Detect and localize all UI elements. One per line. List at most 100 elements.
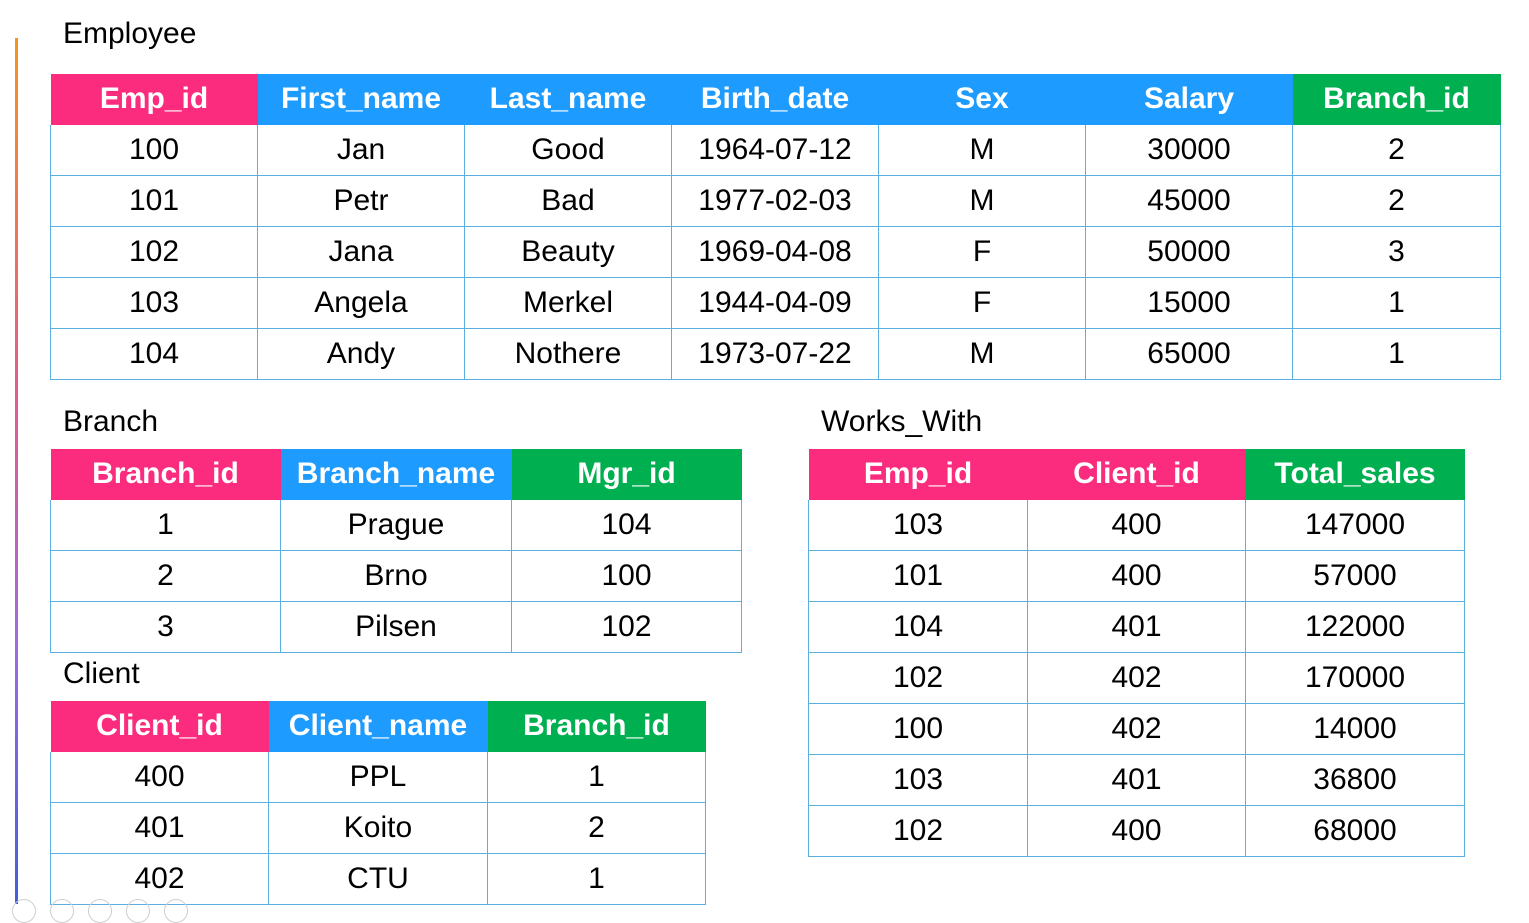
client-caption: Client [63, 657, 140, 690]
table-cell: 14000 [1245, 703, 1465, 755]
table-cell: Andy [257, 328, 465, 380]
zoom-icon[interactable] [164, 899, 188, 923]
table-row: 104 Andy Nothere 1973-07-22 M 65000 1 [50, 328, 1501, 380]
table-cell: 402 [50, 853, 269, 905]
table-cell: 1 [1292, 328, 1501, 380]
table-row: 100 Jan Good 1964-07-12 M 30000 2 [50, 124, 1501, 176]
table-cell: 50000 [1085, 226, 1293, 278]
table-row: 103 Angela Merkel 1944-04-09 F 15000 1 [50, 277, 1501, 329]
table-cell: F [878, 277, 1086, 329]
table-cell: 103 [50, 277, 258, 329]
table-cell: Nothere [464, 328, 672, 380]
pen-icon[interactable] [88, 899, 112, 923]
table-cell: Pilsen [280, 601, 512, 653]
table-cell: Prague [280, 499, 512, 551]
table-cell: 2 [487, 802, 706, 854]
table-cell: 401 [1027, 601, 1246, 653]
table-cell: 3 [50, 601, 281, 653]
header-last-name: Last_name [464, 73, 672, 125]
table-row: 104 401 122000 [808, 601, 1465, 653]
table-cell: 2 [1292, 175, 1501, 227]
header-client-id: Client_id [50, 700, 269, 752]
table-row: 103 400 147000 [808, 499, 1465, 551]
table-cell: 1 [1292, 277, 1501, 329]
table-cell: 3 [1292, 226, 1501, 278]
table-header-row: Emp_id Client_id Total_sales [808, 448, 1465, 500]
table-header-row: Branch_id Branch_name Mgr_id [50, 448, 742, 500]
table-cell: 100 [808, 703, 1028, 755]
table-cell: M [878, 175, 1086, 227]
table-cell: 15000 [1085, 277, 1293, 329]
header-first-name: First_name [257, 73, 465, 125]
table-cell: 104 [511, 499, 742, 551]
table-cell: 104 [808, 601, 1028, 653]
table-row: 400 PPL 1 [50, 751, 706, 803]
table-cell: Koito [268, 802, 488, 854]
table-cell: 1973-07-22 [671, 328, 879, 380]
slides-icon[interactable] [126, 899, 150, 923]
header-branch-id: Branch_id [1292, 73, 1501, 125]
presentation-toolbar [0, 899, 210, 923]
table-cell: 2 [1292, 124, 1501, 176]
table-cell: M [878, 328, 1086, 380]
table-cell: 102 [50, 226, 258, 278]
header-client-id: Client_id [1027, 448, 1246, 500]
table-cell: Merkel [464, 277, 672, 329]
previous-slide-icon[interactable] [12, 899, 36, 923]
header-branch-id: Branch_id [487, 700, 706, 752]
table-cell: 101 [808, 550, 1028, 602]
table-cell: 65000 [1085, 328, 1293, 380]
branch-table: Branch_id Branch_name Mgr_id 1 Prague 10… [50, 448, 742, 653]
table-cell: Jan [257, 124, 465, 176]
table-cell: 68000 [1245, 805, 1465, 857]
header-mgr-id: Mgr_id [511, 448, 742, 500]
table-cell: 400 [50, 751, 269, 803]
table-cell: 30000 [1085, 124, 1293, 176]
table-cell: 1 [487, 751, 706, 803]
table-cell: 102 [808, 652, 1028, 704]
table-header-row: Emp_id First_name Last_name Birth_date S… [50, 73, 1501, 125]
table-row: 3 Pilsen 102 [50, 601, 742, 653]
table-cell: 2 [50, 550, 281, 602]
table-cell: 57000 [1245, 550, 1465, 602]
table-cell: 104 [50, 328, 258, 380]
slide-accent-line [15, 38, 18, 904]
table-row: 101 400 57000 [808, 550, 1465, 602]
table-cell: 401 [50, 802, 269, 854]
table-cell: 45000 [1085, 175, 1293, 227]
header-branch-name: Branch_name [280, 448, 512, 500]
next-slide-icon[interactable] [50, 899, 74, 923]
table-row: 102 402 170000 [808, 652, 1465, 704]
table-cell: Brno [280, 550, 512, 602]
table-cell: 101 [50, 175, 258, 227]
table-row: 103 401 36800 [808, 754, 1465, 806]
table-cell: 1977-02-03 [671, 175, 879, 227]
table-cell: 122000 [1245, 601, 1465, 653]
table-row: 101 Petr Bad 1977-02-03 M 45000 2 [50, 175, 1501, 227]
table-cell: Angela [257, 277, 465, 329]
header-emp-id: Emp_id [50, 73, 258, 125]
table-cell: Good [464, 124, 672, 176]
employee-table: Emp_id First_name Last_name Birth_date S… [50, 73, 1501, 380]
table-row: 2 Brno 100 [50, 550, 742, 602]
header-emp-id: Emp_id [808, 448, 1028, 500]
table-header-row: Client_id Client_name Branch_id [50, 700, 706, 752]
header-total-sales: Total_sales [1245, 448, 1465, 500]
table-cell: 147000 [1245, 499, 1465, 551]
table-cell: 1969-04-08 [671, 226, 879, 278]
table-cell: Petr [257, 175, 465, 227]
works-with-caption: Works_With [821, 405, 983, 438]
table-cell: 170000 [1245, 652, 1465, 704]
table-cell: F [878, 226, 1086, 278]
table-cell: 400 [1027, 499, 1246, 551]
client-table: Client_id Client_name Branch_id 400 PPL … [50, 700, 706, 905]
table-row: 102 400 68000 [808, 805, 1465, 857]
table-cell: 402 [1027, 652, 1246, 704]
table-cell: 100 [50, 124, 258, 176]
table-cell: 102 [808, 805, 1028, 857]
table-cell: 1 [487, 853, 706, 905]
header-client-name: Client_name [268, 700, 488, 752]
table-cell: 402 [1027, 703, 1246, 755]
table-cell: Beauty [464, 226, 672, 278]
table-cell: M [878, 124, 1086, 176]
